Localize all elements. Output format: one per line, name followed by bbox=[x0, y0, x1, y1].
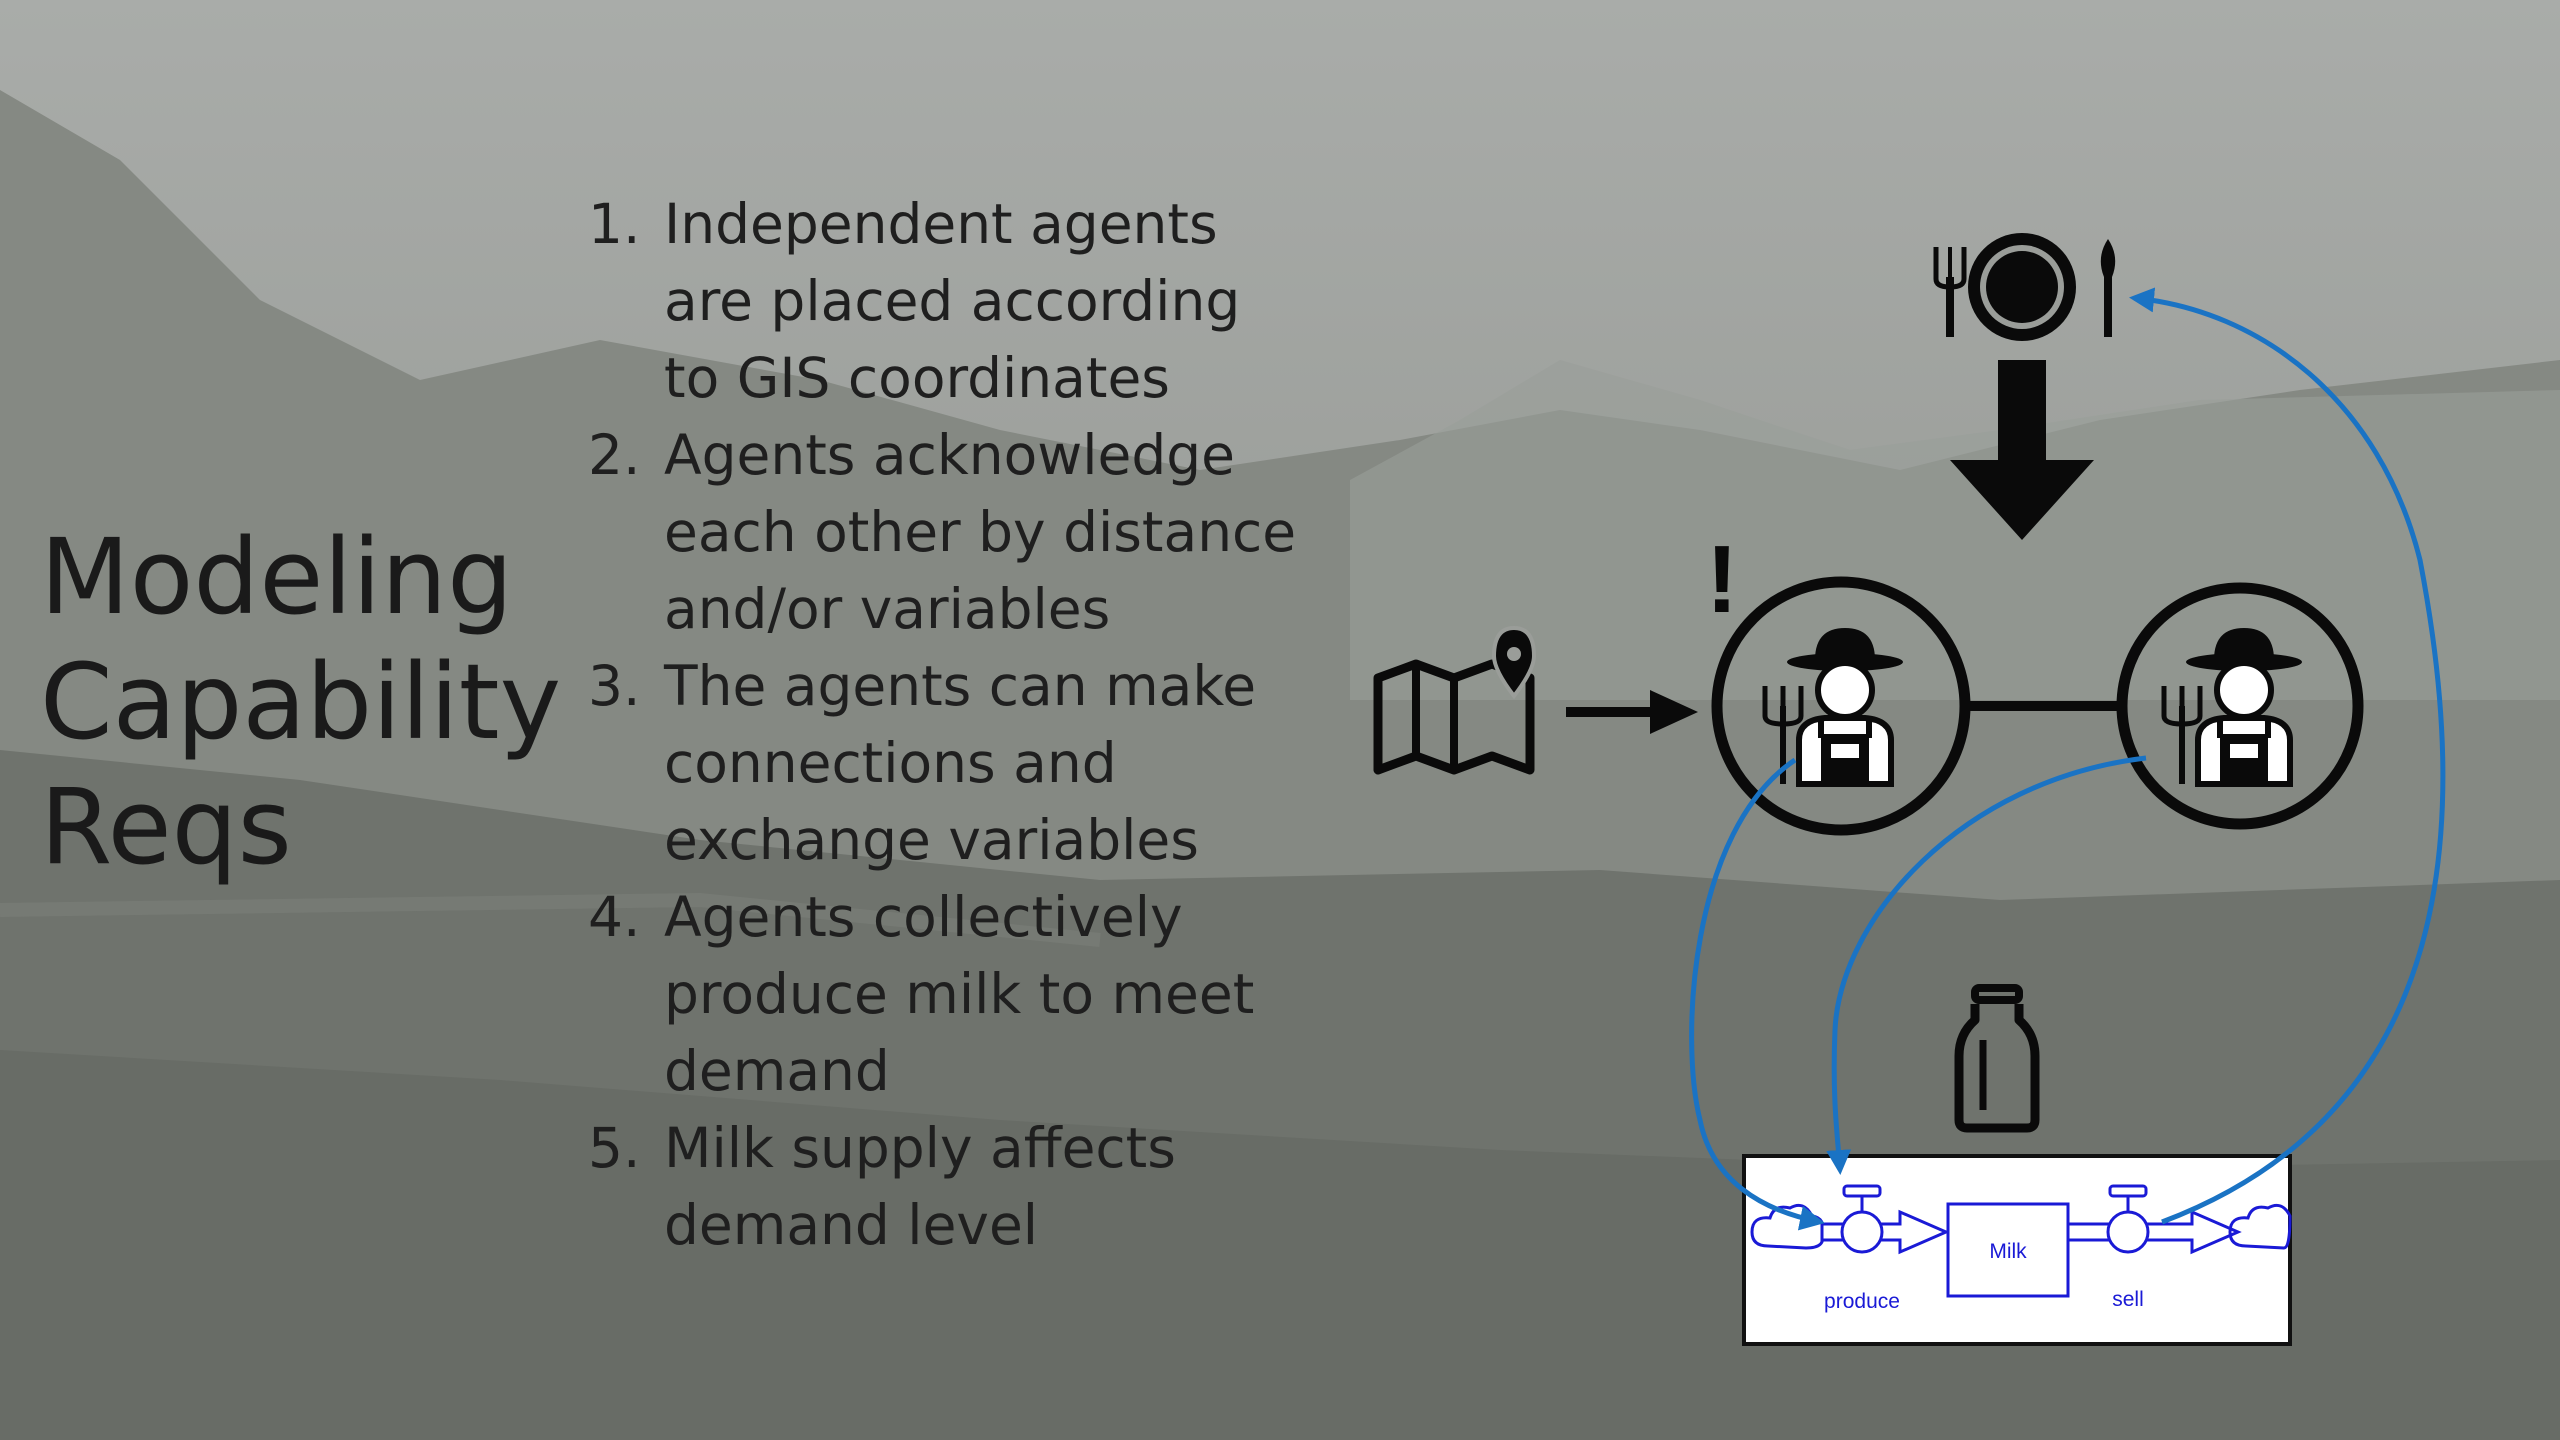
requirement-line: Independent agents bbox=[664, 192, 1218, 256]
title-line-1: Modeling bbox=[40, 516, 514, 638]
milk-stock-box bbox=[1946, 1202, 2070, 1298]
inflow-valve-icon bbox=[1840, 1184, 1884, 1254]
requirement-line: demand level bbox=[664, 1193, 1039, 1257]
requirement-number: 3. bbox=[588, 654, 641, 718]
requirement-item-5: 5. Milk supply affects demand level bbox=[588, 1110, 1348, 1264]
plate-cutlery-icon bbox=[1933, 233, 2116, 341]
requirement-line: each other by distance bbox=[664, 500, 1297, 564]
down-arrow-icon bbox=[1950, 360, 2094, 540]
title-line-2: Capability bbox=[40, 641, 562, 763]
sink-cloud-icon bbox=[2228, 1203, 2292, 1250]
requirement-line: produce milk to meet bbox=[664, 962, 1255, 1026]
outflow-pipe bbox=[2066, 1209, 2242, 1255]
title-line-3: Reqs bbox=[40, 766, 292, 888]
requirement-line: demand bbox=[664, 1039, 890, 1103]
requirement-line: Agents collectively bbox=[664, 885, 1183, 949]
requirement-line: and/or variables bbox=[664, 577, 1111, 641]
requirement-line: Agents acknowledge bbox=[664, 423, 1236, 487]
milk-bottle-icon bbox=[1954, 984, 2040, 1133]
requirement-line: are placed according bbox=[664, 269, 1241, 333]
requirement-line: The agents can make bbox=[664, 654, 1257, 718]
farmer-agent-2 bbox=[2116, 582, 2364, 830]
stock-flow-diagram: produce Milk sell bbox=[1742, 1154, 2292, 1346]
inflow-label: produce bbox=[1824, 1290, 1900, 1313]
requirement-number: 2. bbox=[588, 423, 641, 487]
requirement-item-4: 4. Agents collectively produce milk to m… bbox=[588, 879, 1348, 1110]
slide-title: Modeling Capability Reqs bbox=[40, 515, 561, 890]
inflow-pipe bbox=[1820, 1209, 1950, 1255]
right-arrow-icon bbox=[1566, 690, 1698, 734]
link-sell-to-demand bbox=[2129, 287, 2446, 1225]
requirement-item-1: 1. Independent agents are placed accordi… bbox=[588, 186, 1348, 417]
requirement-number: 5. bbox=[588, 1116, 641, 1180]
requirement-number: 1. bbox=[588, 192, 641, 256]
farmer-agent-1 bbox=[1711, 576, 1971, 836]
requirement-line: connections and bbox=[664, 731, 1117, 795]
farmer-icon bbox=[1765, 628, 1903, 784]
alert-exclamation: ! bbox=[1706, 526, 1738, 633]
requirement-line: to GIS coordinates bbox=[664, 346, 1170, 410]
stock-label: Milk bbox=[1989, 1240, 2027, 1263]
requirement-line: Milk supply affects bbox=[664, 1116, 1176, 1180]
requirement-line: exchange variables bbox=[664, 808, 1199, 872]
link-farmer1-to-produce bbox=[1689, 757, 1825, 1231]
outflow-valve-icon bbox=[2106, 1184, 2150, 1254]
requirement-item-3: 3. The agents can make connections and e… bbox=[588, 648, 1348, 879]
outflow-label: sell bbox=[2112, 1288, 2144, 1311]
map-pin-icon bbox=[1373, 625, 1537, 775]
link-farmer2-to-produce bbox=[1826, 755, 2147, 1175]
requirements-list: 1. Independent agents are placed accordi… bbox=[588, 186, 1348, 1264]
requirement-item-2: 2. Agents acknowledge each other by dist… bbox=[588, 417, 1348, 648]
requirement-number: 4. bbox=[588, 885, 641, 949]
farmer-icon bbox=[2164, 628, 2302, 784]
